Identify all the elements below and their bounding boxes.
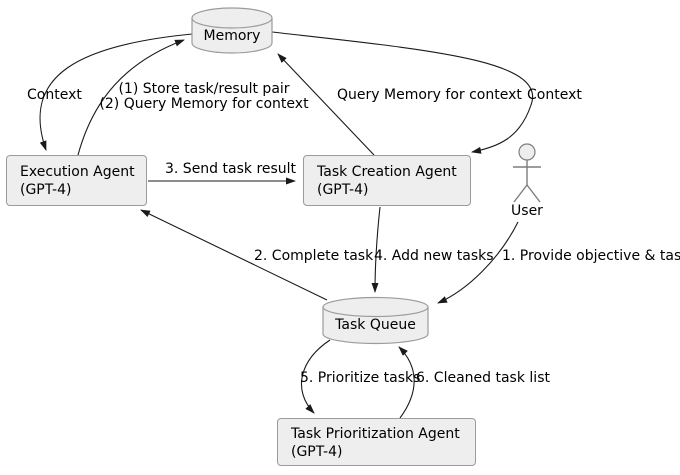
edge-label-complete-task: 2. Complete task: [254, 248, 374, 264]
arrow-prioritization-to-taskqueue-cleaned: [398, 346, 415, 419]
task-prioritization-agent-name: Task Prioritization Agent: [291, 426, 460, 442]
arrow-taskqueue-to-execution-complete: [140, 209, 328, 301]
edge-label-provide-objective: 1. Provide objective & task: [502, 248, 680, 264]
task-creation-agent-node: Task Creation Agent (GPT-4): [303, 155, 471, 206]
arrow-taskcreation-to-taskqueue-add: [371, 206, 381, 293]
edge-label-query-memory-context: (2) Query Memory for context: [99, 96, 309, 112]
task-prioritization-agent-node: Task Prioritization Agent (GPT-4): [277, 418, 476, 466]
execution-agent-node: Execution Agent (GPT-4): [6, 155, 147, 206]
arrow-execution-to-memory-store-query: [77, 39, 185, 156]
edge-label-store-query: (1) Store task/result pair (2) Query Mem…: [94, 82, 314, 112]
task-queue-database-shape: [322, 296, 429, 345]
memory-database-shape: [191, 7, 273, 54]
execution-agent-name: Execution Agent: [20, 164, 135, 180]
arrow-taskqueue-to-prioritization: [300, 339, 331, 414]
edge-label-context-right: Context: [527, 87, 582, 103]
edge-label-context-left: Context: [27, 87, 82, 103]
edge-label-prioritize-tasks: 5. Prioritize tasks: [300, 370, 421, 386]
user-actor-figure: [513, 143, 541, 203]
arrow-memory-to-taskcreation-context: [271, 31, 534, 154]
task-prioritization-agent-model: (GPT-4): [291, 444, 343, 460]
user-actor-label: User: [511, 203, 543, 219]
arrow-memory-to-execution-context: [39, 33, 193, 151]
arrow-user-to-taskqueue-objective: [437, 221, 519, 304]
edge-label-cleaned-task-list: 6. Cleaned task list: [416, 370, 550, 386]
arrow-taskcreation-to-memory-query: [277, 53, 375, 156]
task-queue-node-label: Task Queue: [335, 317, 416, 333]
execution-agent-model: (GPT-4): [20, 182, 72, 198]
edge-label-store-task-result: (1) Store task/result pair: [118, 81, 290, 97]
memory-node-label: Memory: [203, 28, 261, 44]
edge-label-query-memory: Query Memory for context: [337, 87, 522, 103]
edge-label-add-new-tasks: 4. Add new tasks: [374, 248, 494, 264]
edge-label-send-task-result: 3. Send task result: [165, 161, 297, 177]
task-creation-agent-name: Task Creation Agent: [317, 164, 457, 180]
task-creation-agent-model: (GPT-4): [317, 182, 369, 198]
